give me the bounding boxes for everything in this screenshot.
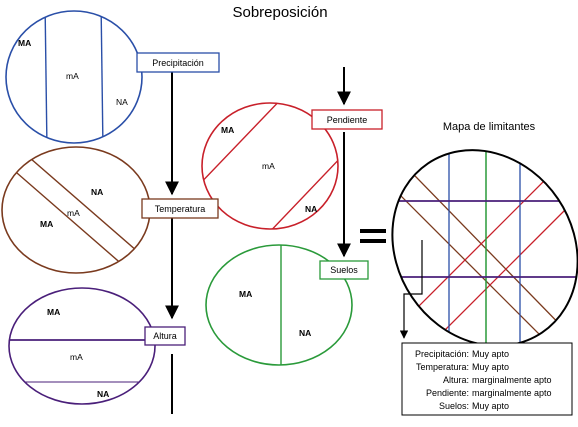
precipitacion-divider-2: [100, 11, 104, 143]
precipitacion-layer: MA mA NA: [5, 10, 143, 144]
label-pendiente-text: Pendiente: [327, 115, 368, 125]
precipitacion-zone-right: NA: [116, 97, 128, 107]
pendiente-zone-top: MA: [221, 125, 234, 135]
legend-value-4: Muy apto: [472, 401, 509, 411]
label-precipitacion-text: Precipitación: [152, 58, 204, 68]
altura-zone-top: MA: [47, 307, 60, 317]
legend-value-2: marginalmente apto: [472, 375, 552, 385]
label-temperatura-text: Temperatura: [155, 204, 206, 214]
label-altura-text: Altura: [153, 331, 177, 341]
pendiente-ellipse: [201, 102, 339, 230]
map-line-pendiente-2: [409, 199, 576, 366]
legend-value-3: marginalmente apto: [472, 388, 552, 398]
label-temperatura: Temperatura: [141, 198, 219, 219]
legend-rows: Precipitación: Muy apto Temperatura: Muy…: [415, 349, 552, 411]
label-precipitacion: Precipitación: [136, 52, 220, 73]
legend-key-1: Temperatura:: [416, 362, 469, 372]
pendiente-divider-2: [261, 151, 338, 229]
precipitacion-zone-middle: mA: [66, 71, 79, 81]
limitantes-map: [379, 139, 578, 371]
temperatura-divider-1: [14, 147, 146, 259]
temperatura-divider-2: [2, 159, 133, 273]
label-altura: Altura: [144, 326, 186, 346]
precipitacion-divider-1: [44, 11, 48, 143]
altura-zone-middle: mA: [70, 352, 83, 362]
map-line-temperatura-2: [379, 174, 576, 371]
equals-sign: [360, 229, 386, 243]
diagram-title: Sobreposición: [232, 4, 327, 21]
legend-pointer: [399, 240, 423, 339]
temperatura-zone-middle: mA: [67, 208, 80, 218]
suelos-zone-left: MA: [239, 289, 252, 299]
suelos-ellipse: [205, 244, 353, 366]
legend-key-3: Pendiente:: [426, 388, 469, 398]
altura-zone-bottom: NA: [97, 389, 109, 399]
label-suelos: Suelos: [319, 260, 369, 280]
temperatura-zone-top: NA: [91, 187, 103, 197]
legend-value-0: Muy apto: [472, 349, 509, 359]
legend-key-2: Altura:: [443, 375, 469, 385]
legend-key-0: Precipitación:: [415, 349, 469, 359]
precipitacion-zone-top: MA: [18, 38, 31, 48]
pendiente-layer: MA mA NA: [201, 102, 339, 230]
label-suelos-text: Suelos: [330, 265, 358, 275]
label-pendiente: Pendiente: [311, 109, 383, 130]
pendiente-divider-1: [202, 103, 288, 192]
altura-ellipse: [8, 287, 156, 405]
suelos-layer: MA NA: [205, 244, 353, 366]
legend-box: Precipitación: Muy apto Temperatura: Muy…: [401, 342, 573, 416]
temperatura-layer: NA mA MA: [1, 146, 151, 274]
map-line-temperatura-1: [379, 139, 576, 341]
map-ellipse: [391, 149, 578, 347]
map-title: Mapa de limitantes: [443, 121, 536, 133]
altura-layer: MA mA NA: [8, 287, 156, 405]
legend-key-4: Suelos:: [439, 401, 469, 411]
precipitacion-ellipse: [5, 10, 143, 144]
temperatura-zone-bottom: MA: [40, 219, 53, 229]
pendiente-zone-bottom: NA: [305, 204, 317, 214]
legend-value-1: Muy apto: [472, 362, 509, 372]
suelos-zone-right: NA: [299, 328, 311, 338]
pendiente-zone-middle: mA: [262, 161, 275, 171]
map-line-pendiente-1: [389, 149, 576, 336]
